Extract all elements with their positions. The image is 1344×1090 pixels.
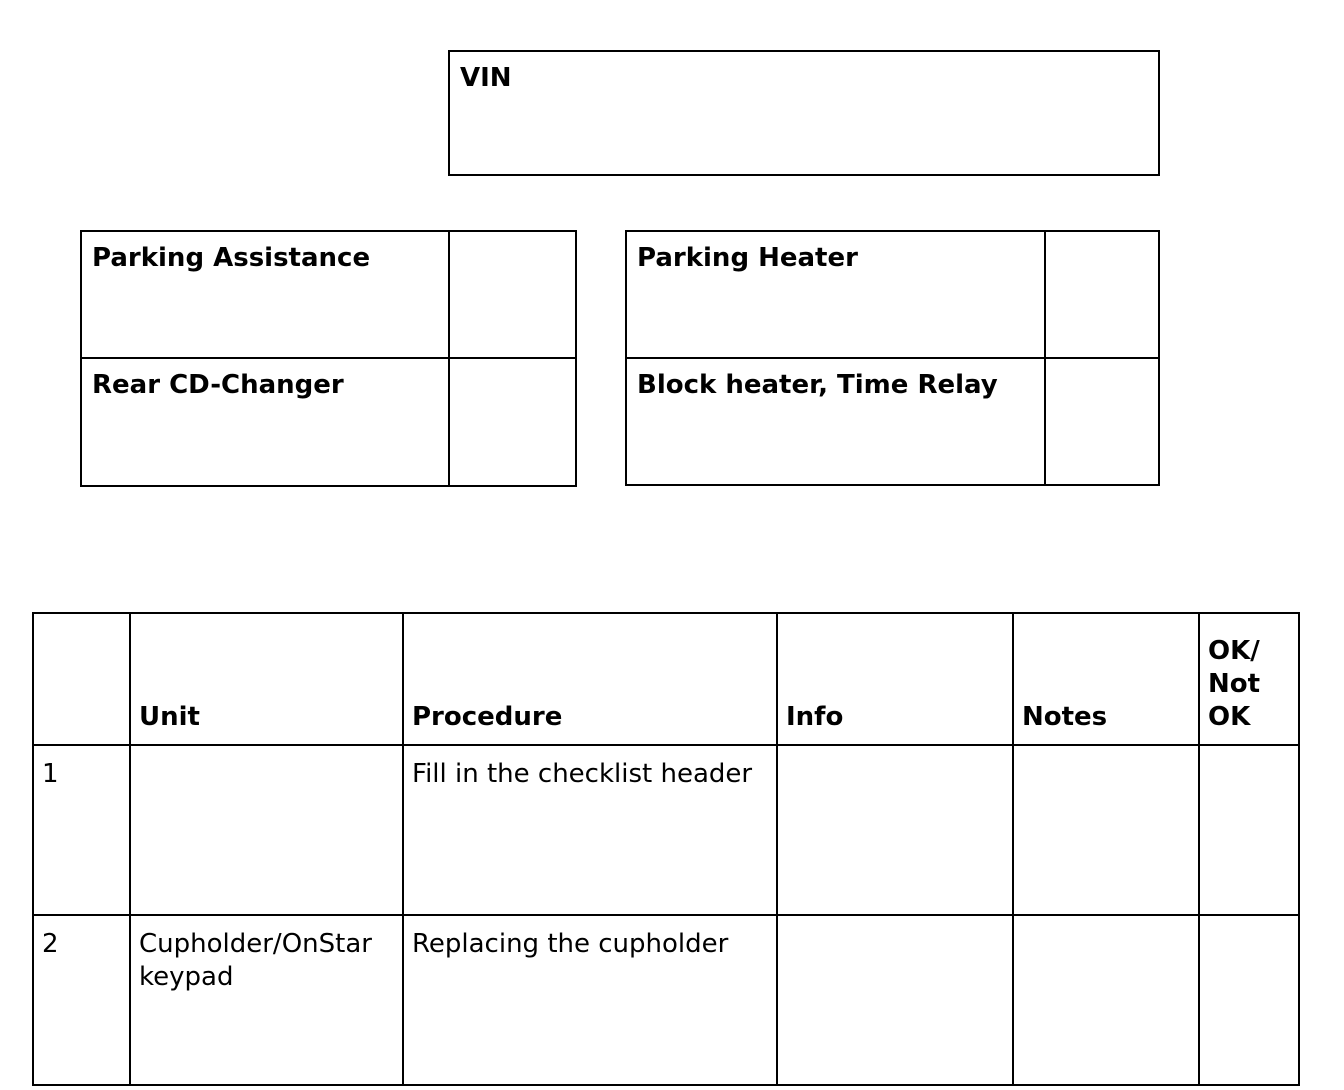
options-left-grid: Parking Assistance Rear CD-Changer bbox=[80, 230, 577, 487]
option-block-heater: Block heater, Time Relay bbox=[627, 359, 1046, 484]
row-unit: Cupholder/OnStar keypad bbox=[129, 914, 404, 1086]
checklist-header-row: Unit Procedure Info Notes OK/ Not OK bbox=[32, 612, 1300, 746]
row-notes[interactable] bbox=[1012, 744, 1200, 916]
row-ok[interactable] bbox=[1198, 914, 1300, 1086]
row-info[interactable] bbox=[776, 914, 1014, 1086]
option-block-heater-checkbox[interactable] bbox=[1046, 359, 1158, 484]
option-parking-heater: Parking Heater bbox=[627, 232, 1046, 359]
row-procedure: Fill in the checklist header bbox=[402, 744, 778, 916]
option-parking-heater-checkbox[interactable] bbox=[1046, 232, 1158, 359]
header-notes: Notes bbox=[1012, 612, 1200, 746]
header-info: Info bbox=[776, 612, 1014, 746]
header-ok: OK/ Not OK bbox=[1198, 612, 1300, 746]
header-procedure: Procedure bbox=[402, 612, 778, 746]
row-num: 1 bbox=[32, 744, 131, 916]
row-procedure: Replacing the cupholder bbox=[402, 914, 778, 1086]
vin-label: VIN bbox=[460, 63, 512, 93]
row-notes[interactable] bbox=[1012, 914, 1200, 1086]
row-ok[interactable] bbox=[1198, 744, 1300, 916]
option-label: Parking Heater bbox=[637, 243, 858, 273]
option-label: Parking Assistance bbox=[92, 243, 371, 273]
table-row: 1 Fill in the checklist header bbox=[32, 744, 1300, 916]
option-rear-cd-changer: Rear CD-Changer bbox=[82, 359, 450, 485]
vin-field[interactable]: VIN bbox=[448, 50, 1160, 176]
options-right-grid: Parking Heater Block heater, Time Relay bbox=[625, 230, 1160, 486]
option-rear-cd-changer-checkbox[interactable] bbox=[450, 359, 575, 485]
option-label: Rear CD-Changer bbox=[92, 370, 344, 400]
header-unit: Unit bbox=[129, 612, 404, 746]
header-num bbox=[32, 612, 131, 746]
option-parking-assistance: Parking Assistance bbox=[82, 232, 450, 359]
row-unit bbox=[129, 744, 404, 916]
table-row: 2 Cupholder/OnStar keypad Replacing the … bbox=[32, 914, 1300, 1086]
row-info[interactable] bbox=[776, 744, 1014, 916]
row-num: 2 bbox=[32, 914, 131, 1086]
option-parking-assistance-checkbox[interactable] bbox=[450, 232, 575, 359]
checklist-table: Unit Procedure Info Notes OK/ Not OK 1 F… bbox=[32, 612, 1300, 1086]
option-label: Block heater, Time Relay bbox=[637, 370, 998, 400]
